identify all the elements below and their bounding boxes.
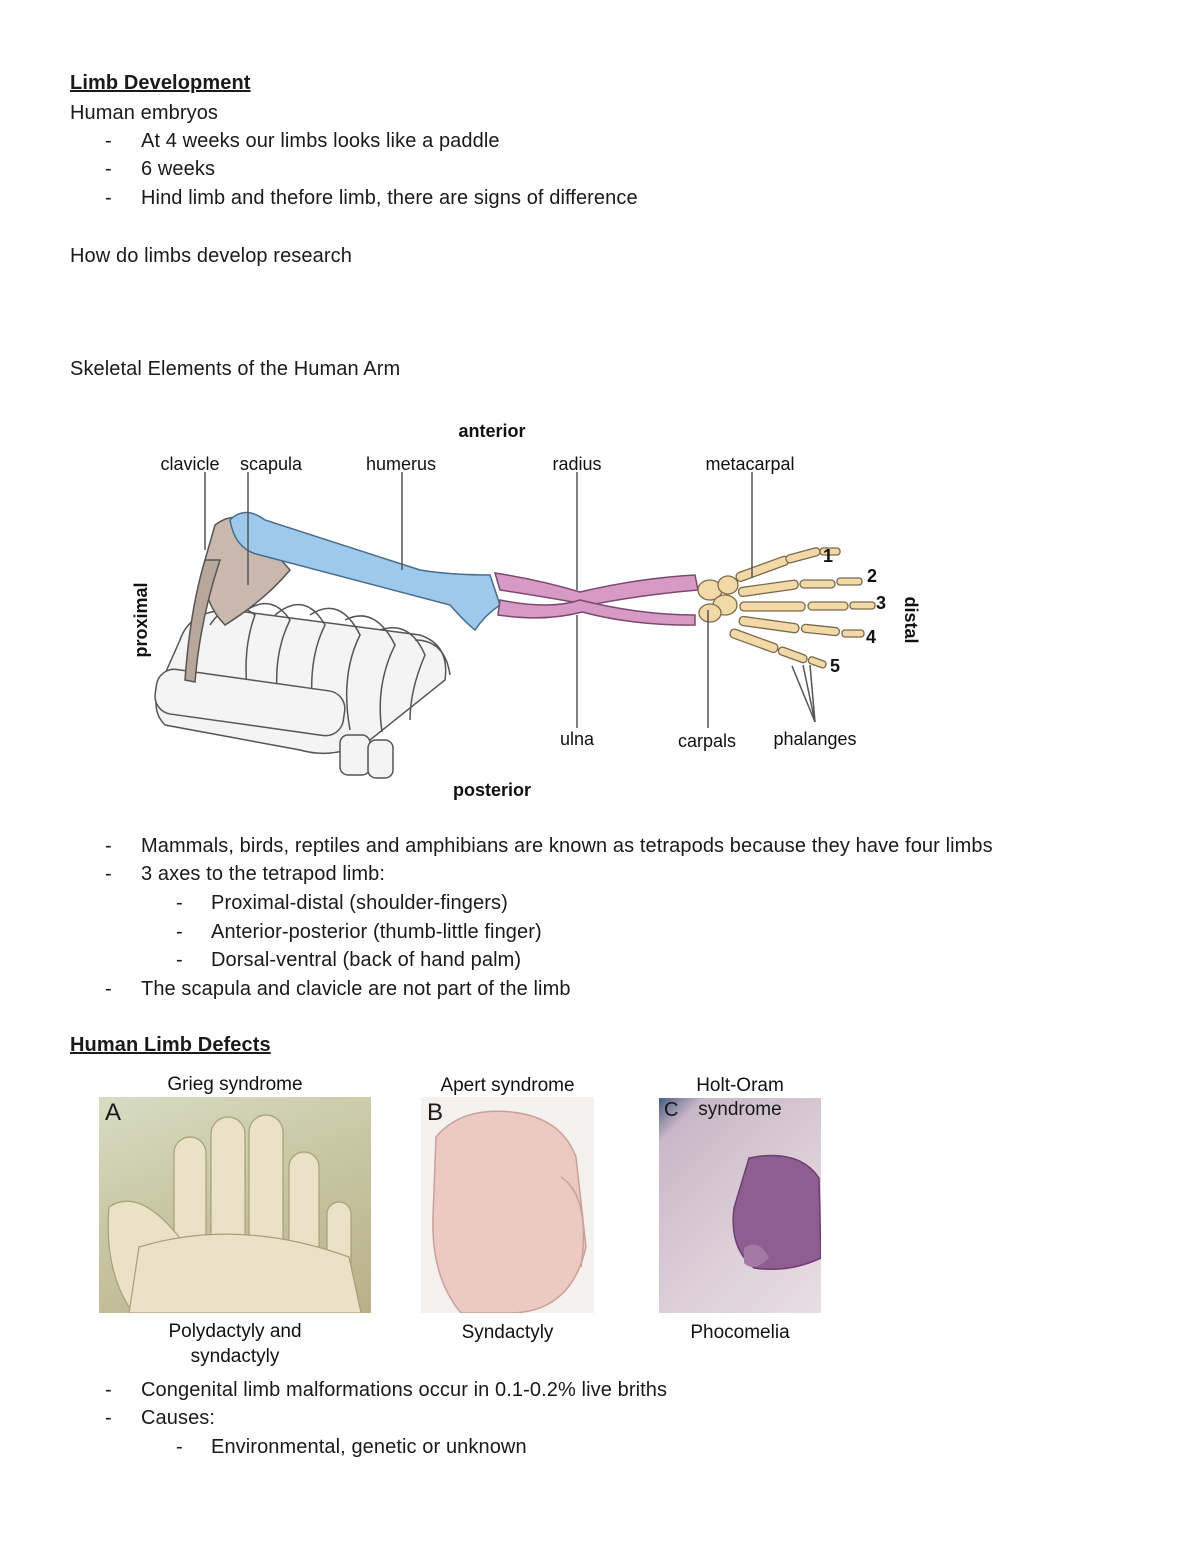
bullet-item: At 4 weeks our limbs looks like a paddle <box>141 130 500 152</box>
humerus-shape <box>229 511 501 632</box>
sub-bullet-item: Proximal-distal (shoulder-fingers) <box>211 892 508 914</box>
section-heading-limb-development: Limb Development <box>70 72 251 94</box>
hand-photo-b-illustration <box>432 1110 587 1313</box>
bullet-item: Congenital limb malformations occur in 0… <box>141 1379 668 1401</box>
photo-a-caption-line2: syndactyly <box>190 1346 280 1367</box>
sub-bullet-item: Environmental, genetic or unknown <box>211 1436 527 1458</box>
label-carpals: carpals <box>678 731 736 751</box>
photo-b-title: Apert syndrome <box>440 1075 575 1096</box>
digit-label-2: 2 <box>867 566 877 586</box>
bullet-dash: - <box>105 158 112 180</box>
label-clavicle: clavicle <box>160 454 219 474</box>
sub-bullet-item: Anterior-posterior (thumb-little finger) <box>211 921 542 943</box>
photo-a-title: Grieg syndrome <box>167 1074 303 1095</box>
photo-a-image: A <box>99 1097 371 1313</box>
arm-skeleton-figure: anterior posterior proximal distal clavi… <box>131 421 921 800</box>
sub-bullet-item: Dorsal-ventral (back of hand palm) <box>211 949 522 971</box>
bullet-dash: - <box>105 187 112 209</box>
bullet-dash: - <box>105 1379 112 1401</box>
hand-photo-a-illustration <box>107 1114 362 1313</box>
photo-b-letter: B <box>427 1099 444 1126</box>
label-anterior: anterior <box>458 421 525 441</box>
ulna-shape <box>497 599 696 626</box>
label-scapula: scapula <box>240 454 303 474</box>
bullet-dash: - <box>105 835 112 857</box>
bullet-item: 3 axes to the tetrapod limb: <box>141 863 386 885</box>
bullet-item: Hind limb and thefore limb, there are si… <box>141 187 638 209</box>
label-proximal: proximal <box>131 582 151 657</box>
bullet-item: Mammals, birds, reptiles and amphibians … <box>141 835 993 857</box>
label-humerus: humerus <box>366 454 436 474</box>
bullet-dash: - <box>105 863 112 885</box>
photo-a-letter: A <box>105 1099 122 1126</box>
label-distal: distal <box>901 596 921 643</box>
bullet-item: 6 weeks <box>141 158 216 180</box>
digit-label-4: 4 <box>866 627 876 647</box>
bullet-item: Causes: <box>141 1407 216 1429</box>
sub-bullet-dash: - <box>176 892 183 914</box>
bullet-item: The scapula and clavicle are not part of… <box>141 978 571 1000</box>
sub-bullet-dash: - <box>176 1436 183 1458</box>
sub-bullet-dash: - <box>176 949 183 971</box>
digit-label-3: 3 <box>876 593 886 613</box>
clavicle-shape <box>184 559 222 683</box>
photo-c-title-line1: Holt-Oram <box>696 1075 784 1096</box>
hand-bones <box>697 547 876 669</box>
bullet-dash: - <box>105 978 112 1000</box>
label-posterior: posterior <box>453 780 531 800</box>
label-radius: radius <box>552 454 601 474</box>
sub-bullet-dash: - <box>176 921 183 943</box>
bullet-dash: - <box>105 1407 112 1429</box>
research-note: How do limbs develop research <box>70 245 352 267</box>
photo-c-caption: Phocomelia <box>690 1322 790 1343</box>
label-phalanges: phalanges <box>773 729 856 749</box>
digit-label-1: 1 <box>823 546 833 566</box>
radius-shape <box>493 572 699 606</box>
photo-a-caption-line1: Polydactyly and <box>168 1321 302 1342</box>
subtitle-human-embryos: Human embryos <box>70 102 219 124</box>
label-metacarpal: metacarpal <box>705 454 794 474</box>
limb-photo-c-illustration <box>732 1154 821 1270</box>
label-ulna: ulna <box>560 729 595 749</box>
photo-b-image: B <box>421 1097 594 1313</box>
digit-label-5: 5 <box>830 656 840 676</box>
photo-b-caption: Syndactyly <box>461 1322 554 1343</box>
ribcage-illustration <box>154 602 451 779</box>
photo-c-letter: C <box>664 1099 679 1121</box>
section-heading-human-limb-defects: Human Limb Defects <box>70 1034 271 1056</box>
photo-c-image: C syndrome <box>659 1098 821 1313</box>
bullet-dash: - <box>105 130 112 152</box>
figure-caption: Skeletal Elements of the Human Arm <box>70 358 401 380</box>
photo-c-title-line2: syndrome <box>698 1099 782 1120</box>
label-leader-lines <box>204 472 816 728</box>
